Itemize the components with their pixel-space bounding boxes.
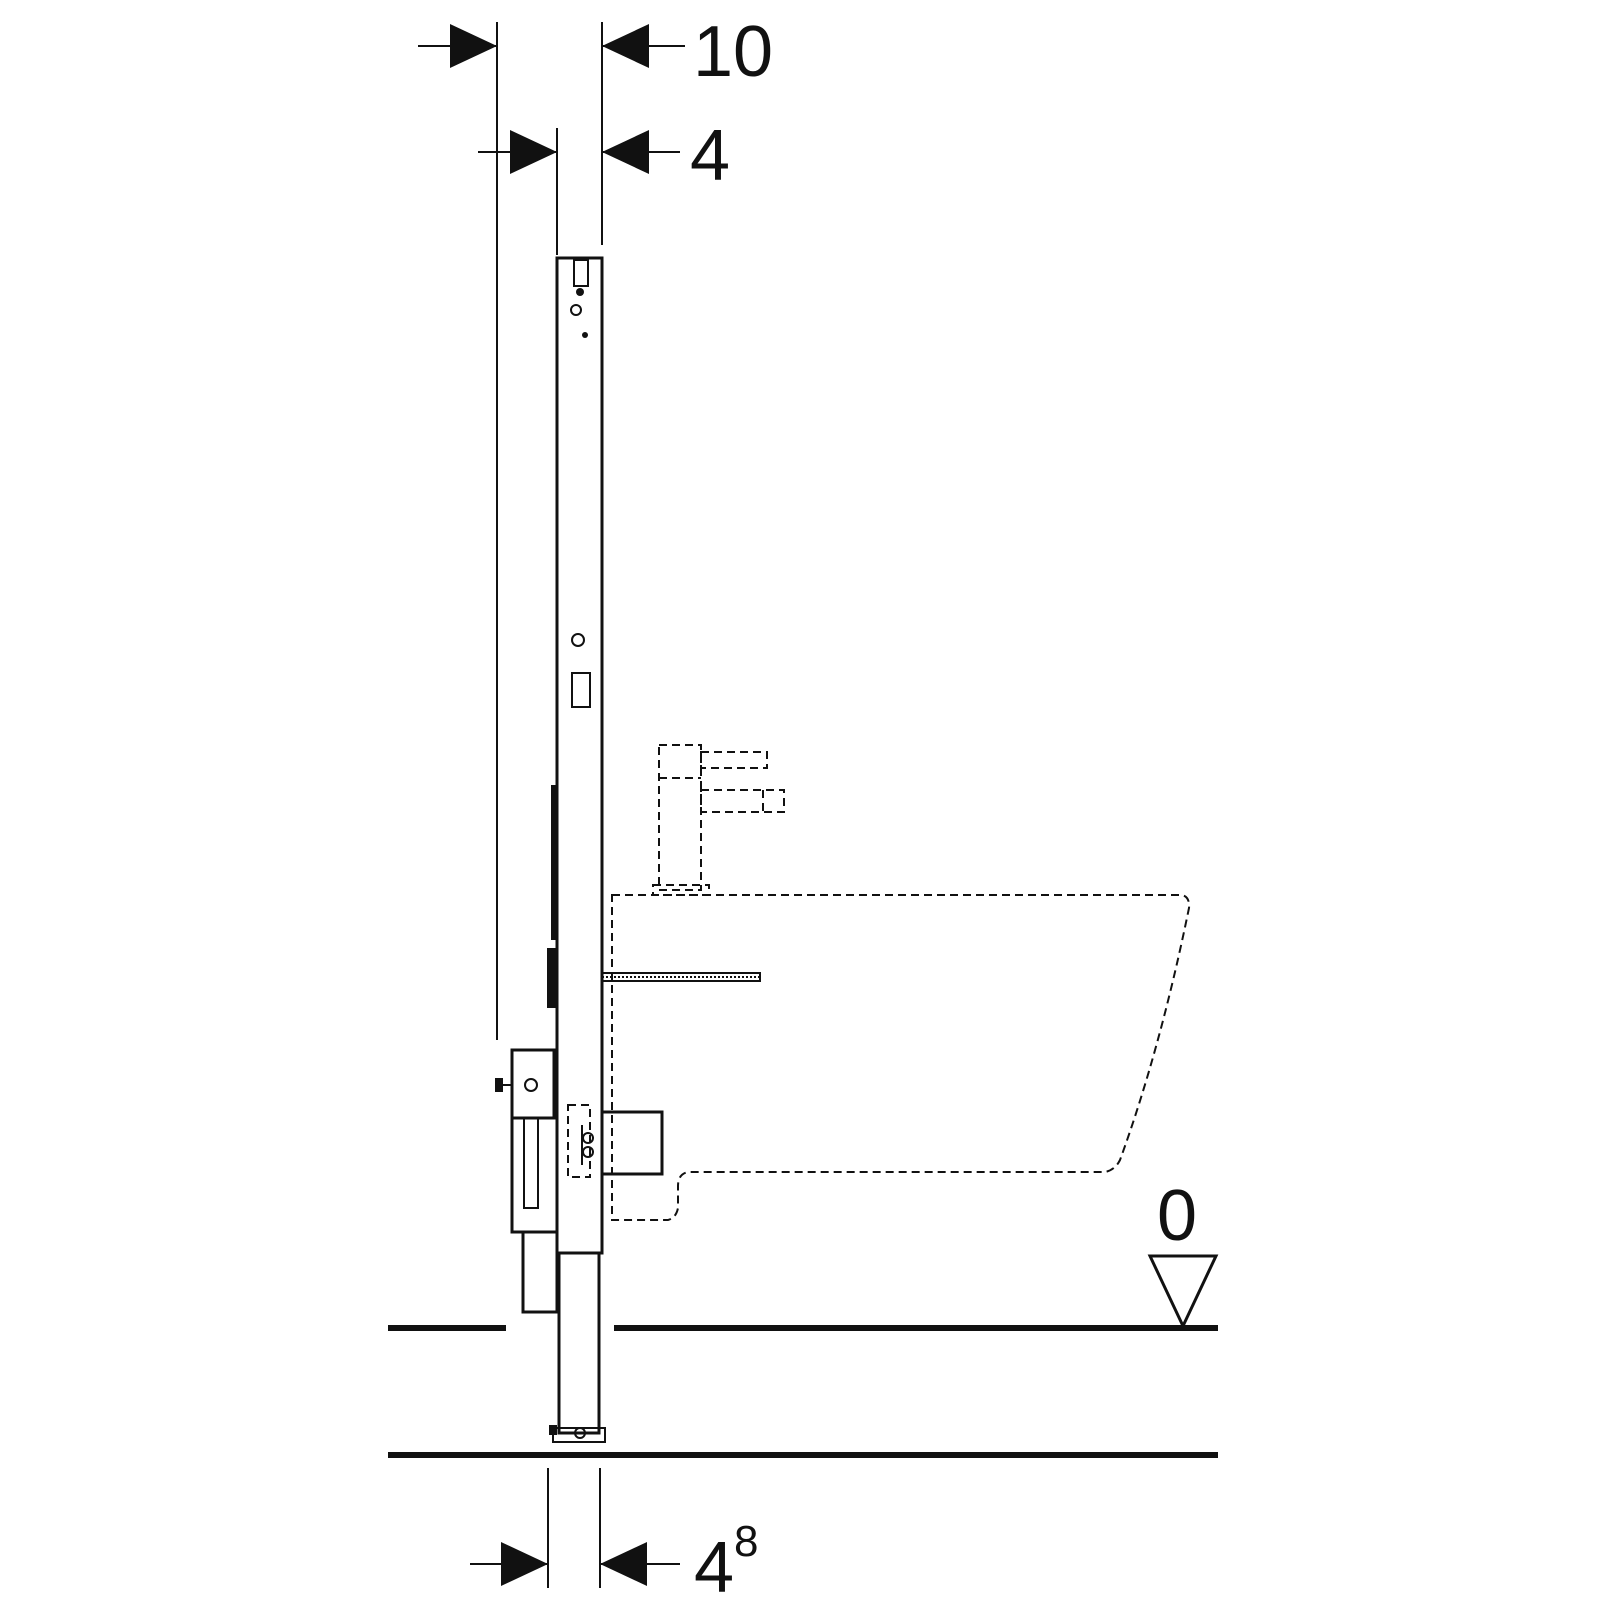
arrow-right-icon <box>501 1542 548 1586</box>
frame-back-clip <box>547 948 557 1008</box>
floor-lines <box>388 1325 1218 1458</box>
fitting-bolt <box>582 1146 594 1158</box>
valve-knob <box>495 1078 503 1092</box>
outlet-fitting-hidden <box>567 1104 591 1178</box>
dimension-foot-width: 48 <box>470 1468 759 1600</box>
frame-column <box>547 256 606 1443</box>
level-triangle-icon <box>1147 1254 1219 1330</box>
frame-upright <box>555 256 604 1255</box>
faucet-body <box>658 744 702 891</box>
drain-valve-box <box>510 1048 556 1120</box>
outlet-elbow <box>600 1110 664 1176</box>
mounting-hole <box>571 633 585 647</box>
mounting-slot <box>571 672 591 708</box>
drain-connection <box>495 1048 559 1314</box>
fixing-rod <box>601 972 761 982</box>
dimension-top-width: 10 <box>418 12 773 1040</box>
outlet-connector <box>567 1104 664 1178</box>
bidet-outline <box>611 894 1191 1221</box>
dimension-label-top: 10 <box>693 12 773 92</box>
faucet-handle <box>700 751 768 769</box>
frame-foot <box>552 1427 606 1443</box>
foot-screw <box>574 1427 586 1439</box>
valve-screw <box>524 1078 538 1092</box>
arrow-left-icon <box>602 130 649 174</box>
threaded-rod <box>601 972 761 982</box>
floor-level-label: 0 <box>1157 1176 1197 1256</box>
arrow-right-icon <box>510 130 557 174</box>
drain-pipe <box>521 1230 559 1314</box>
faucet-outline <box>652 744 785 896</box>
bolt-hole <box>576 288 584 296</box>
dimension-label-depth: 4 <box>690 116 730 196</box>
floor-level-marker: 0 <box>1147 1176 1219 1330</box>
drain-slot <box>523 1117 539 1209</box>
foot-width-superscript: 8 <box>734 1517 758 1566</box>
bolt-hole <box>582 332 588 338</box>
foot-clip <box>549 1425 557 1435</box>
arrow-right-icon <box>450 24 497 68</box>
faucet-spout <box>700 789 785 813</box>
bidet-bowl <box>611 894 1191 1221</box>
foot-width-base: 4 <box>694 1528 734 1600</box>
dimension-label-foot: 48 <box>694 1517 759 1600</box>
top-bracket <box>573 259 589 287</box>
arrow-left-icon <box>600 1542 647 1586</box>
drain-housing <box>510 1048 559 1234</box>
bolt-hole <box>570 304 582 316</box>
fitting-bolt <box>582 1132 594 1144</box>
frame-back-strip <box>551 785 557 940</box>
arrow-left-icon <box>602 24 649 68</box>
frame-leg <box>557 1251 601 1435</box>
dimension-frame-depth: 4 <box>478 116 730 255</box>
